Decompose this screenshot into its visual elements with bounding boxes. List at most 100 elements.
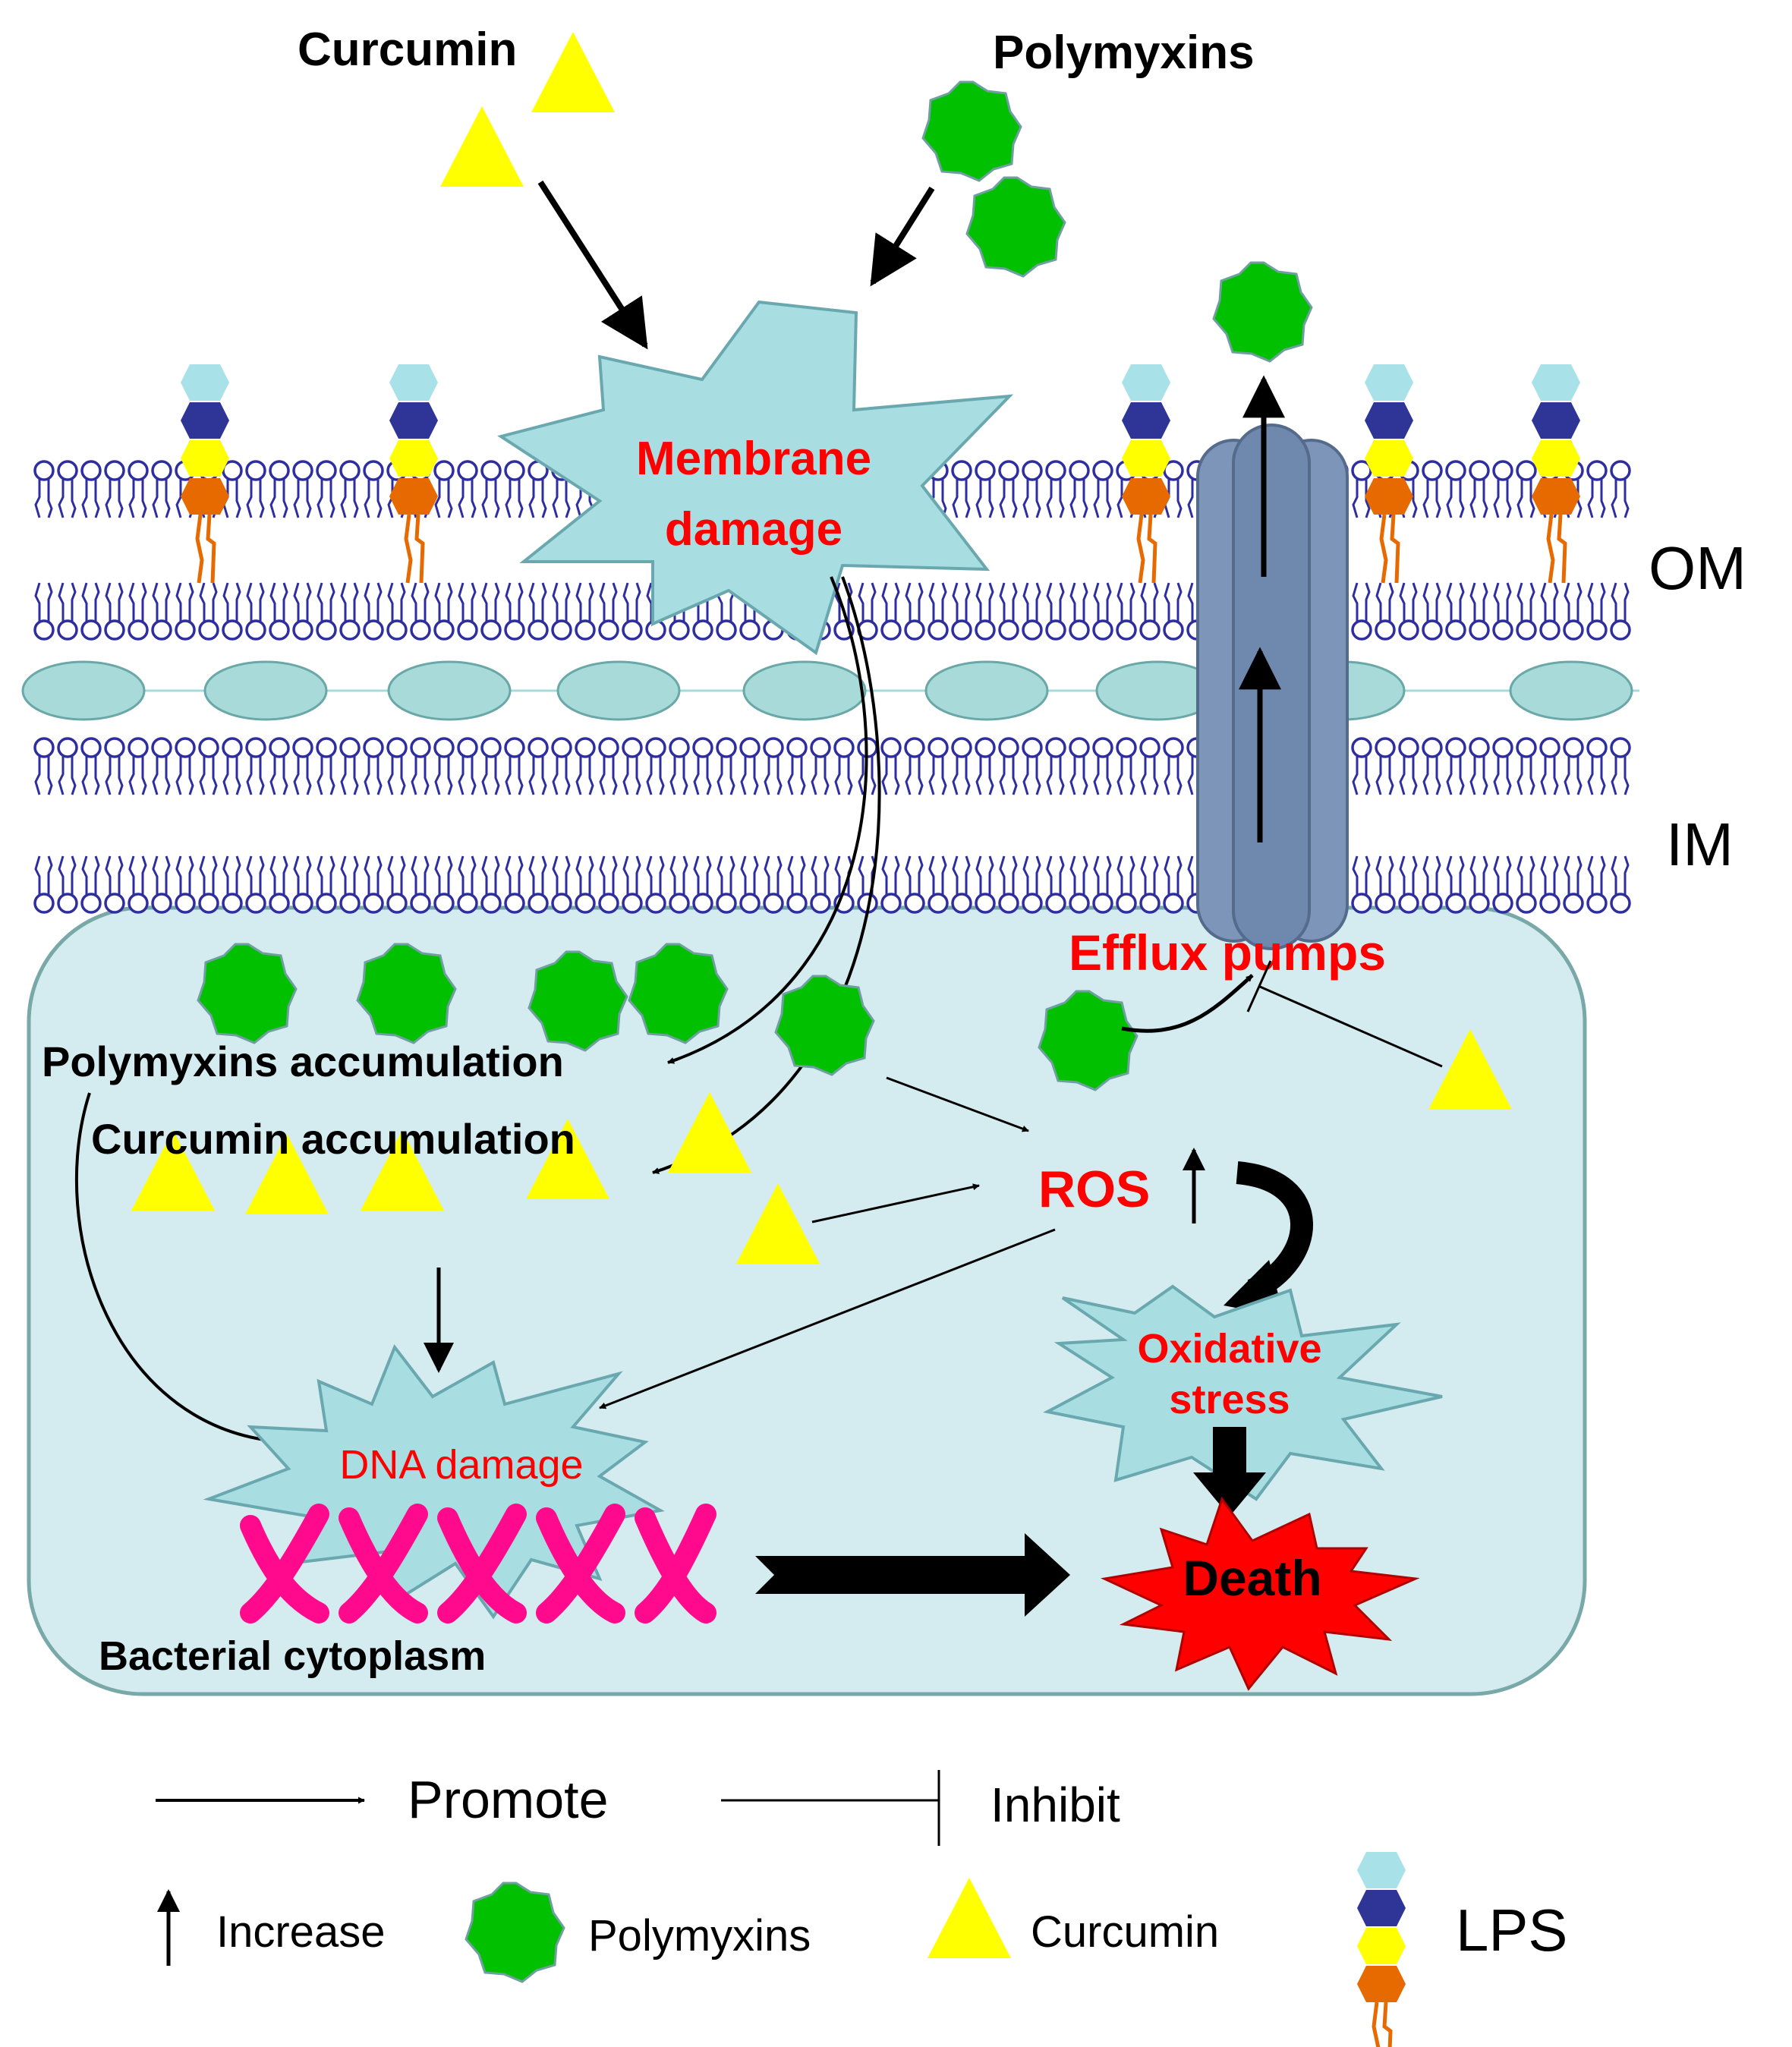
- thick-promote-arrow: [1236, 1161, 1313, 1301]
- lipid: [1092, 737, 1113, 796]
- lipid: [1445, 460, 1466, 519]
- lipid: [222, 460, 243, 519]
- lipid: [457, 581, 478, 641]
- lipid: [1022, 855, 1043, 914]
- lipid: [316, 855, 337, 914]
- lipid: [386, 855, 408, 914]
- lipid: [1351, 581, 1372, 641]
- lipid: [1563, 855, 1584, 914]
- polymyxins-accumulation-label: Polymyxins accumulation: [42, 1038, 564, 1085]
- lipid: [1586, 855, 1608, 914]
- lipid: [1492, 737, 1513, 796]
- lipid: [739, 855, 761, 914]
- lipid: [716, 855, 737, 914]
- lipid: [1445, 737, 1466, 796]
- lipid: [1045, 737, 1066, 796]
- lipid: [33, 581, 55, 641]
- lipid: [1163, 737, 1184, 796]
- lipid: [104, 855, 125, 914]
- lipid: [1469, 460, 1490, 519]
- lipid: [575, 855, 596, 914]
- lipid: [998, 460, 1019, 519]
- lipid: [316, 737, 337, 796]
- lipid: [1375, 737, 1396, 796]
- lipid: [57, 460, 78, 519]
- lipid: [245, 460, 266, 519]
- legend-lps-icon: [1357, 1852, 1406, 2047]
- lipid: [504, 855, 525, 914]
- lipid: [1022, 581, 1043, 641]
- lipid: [1022, 460, 1043, 519]
- lipid: [386, 581, 408, 641]
- lipid: [1163, 581, 1184, 641]
- lipid: [151, 581, 172, 641]
- lipid: [292, 581, 313, 641]
- lipid: [528, 737, 549, 796]
- lipid: [951, 855, 972, 914]
- lipid: [645, 855, 666, 914]
- lipid: [880, 737, 902, 796]
- lipid: [57, 737, 78, 796]
- lipid: [269, 737, 290, 796]
- lipid: [433, 737, 455, 796]
- lipid: [1610, 737, 1631, 796]
- lipid: [1139, 581, 1161, 641]
- lipid: [998, 737, 1019, 796]
- lipid: [1163, 460, 1184, 519]
- lipid: [1022, 737, 1043, 796]
- ros-label: ROS: [1038, 1160, 1150, 1218]
- lipid: [33, 460, 55, 519]
- periplasm: [21, 660, 1639, 721]
- legend-polymyxins-label: Polymyxins: [588, 1911, 811, 1960]
- lipid: [551, 737, 572, 796]
- lipid: [692, 855, 713, 914]
- lipid: [363, 737, 384, 796]
- legend-curcumin-icon: [927, 1878, 1011, 1958]
- polymyxin-icon: [1212, 261, 1313, 363]
- lipid: [410, 855, 431, 914]
- lipid: [57, 581, 78, 641]
- lipid: [316, 581, 337, 641]
- lipid: [151, 460, 172, 519]
- curcumin-top-label: Curcumin: [298, 24, 517, 76]
- lipid: [622, 581, 643, 641]
- lipid: [128, 460, 149, 519]
- lipid: [1069, 737, 1090, 796]
- lipid: [480, 581, 502, 641]
- lipid: [104, 737, 125, 796]
- efflux-pumps-label: Efflux pumps: [1069, 924, 1386, 981]
- lipid: [363, 581, 384, 641]
- lipid: [716, 737, 737, 796]
- lipid: [1563, 737, 1584, 796]
- lipid: [622, 855, 643, 914]
- lipid: [786, 855, 808, 914]
- lipid: [951, 460, 972, 519]
- lipid: [1045, 581, 1066, 641]
- death-label: Death: [1183, 1550, 1321, 1606]
- lipid: [1563, 581, 1584, 641]
- promote-arrow: [599, 1228, 1056, 1409]
- oxidative-stress-label-line2: stress: [1169, 1377, 1290, 1422]
- promote-arrow: [667, 576, 868, 1064]
- legend-polymyxin-icon: [465, 1882, 565, 1983]
- lipid: [269, 581, 290, 641]
- lipid: [1139, 855, 1161, 914]
- promote-arrow: [811, 1183, 980, 1223]
- promote-arrow: [870, 186, 935, 287]
- lipid: [480, 737, 502, 796]
- inner-membrane: [33, 737, 1631, 914]
- lipid: [528, 855, 549, 914]
- lipid: [1516, 855, 1537, 914]
- lipid: [927, 855, 949, 914]
- lipid: [1469, 737, 1490, 796]
- lipid: [316, 460, 337, 519]
- membrane-damage-burst: [497, 300, 1014, 656]
- lipid: [269, 855, 290, 914]
- lipid: [1422, 460, 1443, 519]
- lipid: [339, 855, 361, 914]
- lipid: [433, 581, 455, 641]
- lipid: [1116, 855, 1137, 914]
- lipid: [857, 581, 878, 641]
- lipid: [104, 581, 125, 641]
- lipid: [80, 855, 102, 914]
